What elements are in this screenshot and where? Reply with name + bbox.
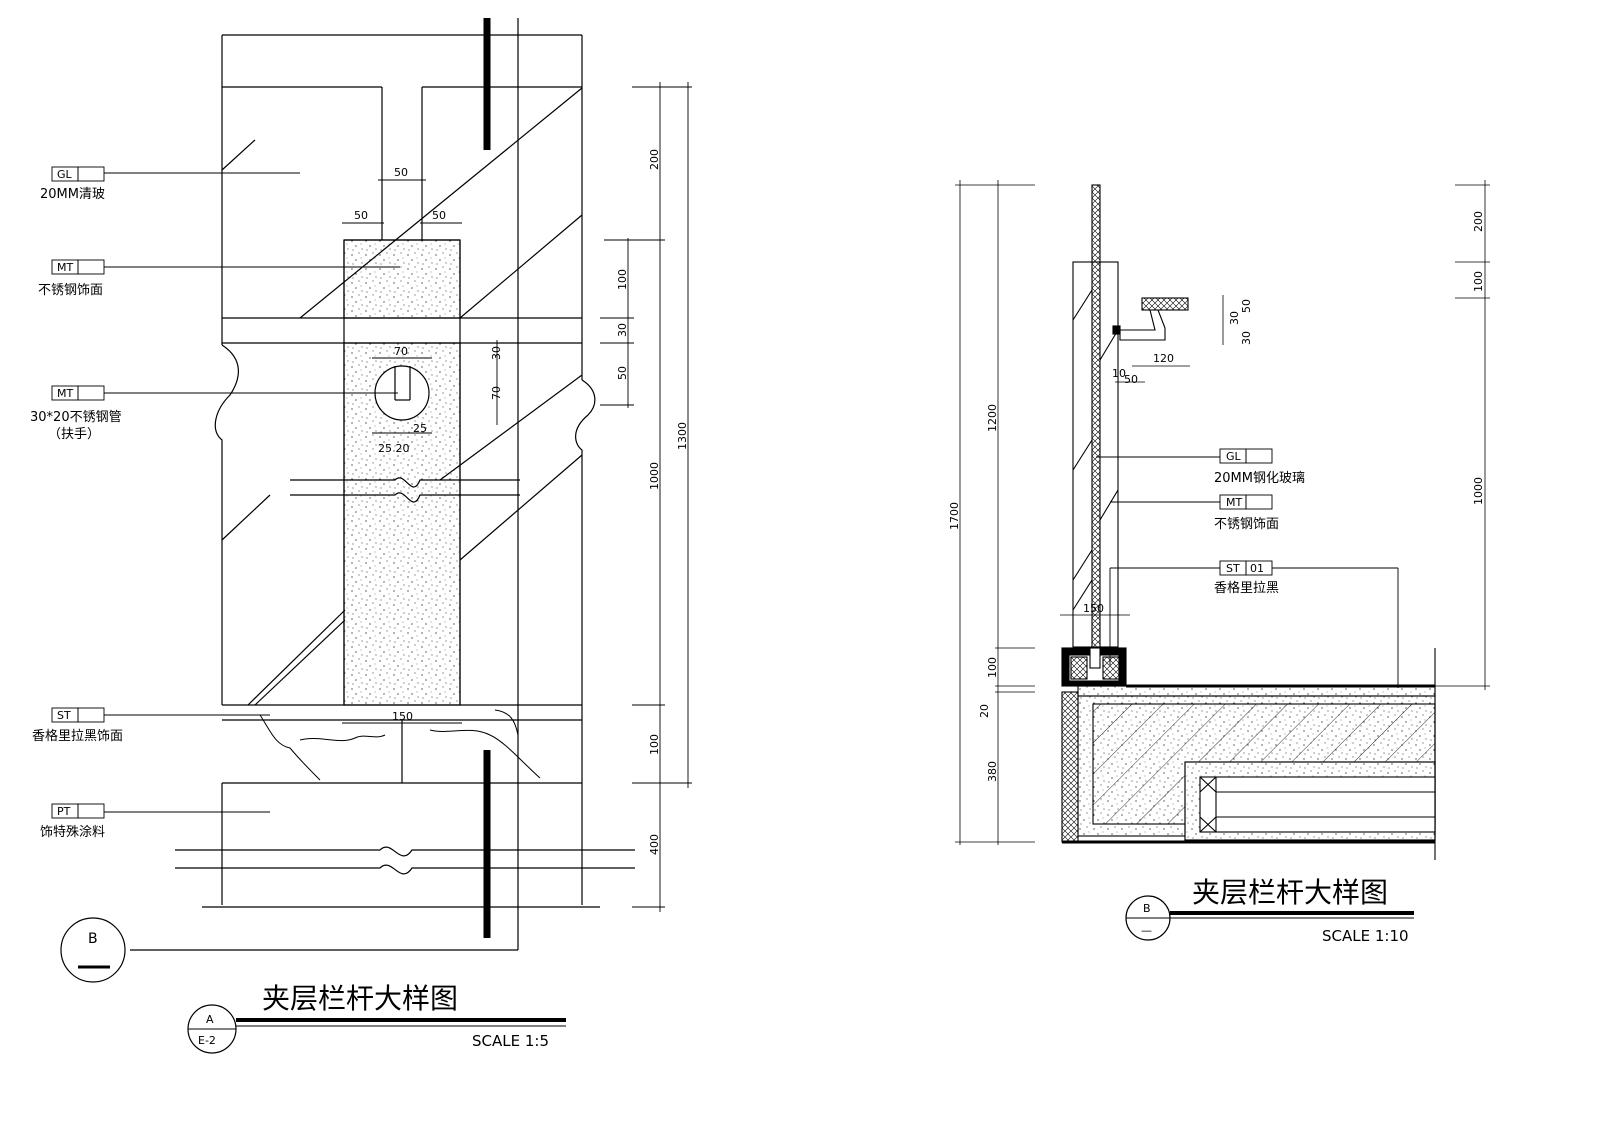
section-mark-b-left <box>60 917 126 983</box>
dim-70-v: 70 <box>490 386 503 400</box>
tag-mt2-text2: （扶手） <box>48 427 100 442</box>
tag-mt2-code: MT <box>57 387 73 400</box>
dim-100a: 100 <box>616 269 629 290</box>
right-left-dim-chains <box>955 180 1035 845</box>
right-dim-120: 120 <box>1153 352 1174 365</box>
dim-50: 50 <box>616 366 629 380</box>
right-dim-380: 380 <box>986 761 999 782</box>
right-dim-20: 20 <box>978 704 991 718</box>
right-dim-1000: 1000 <box>1472 477 1485 505</box>
right-handrail-dims <box>1060 295 1224 616</box>
tag-st-code: ST <box>57 709 71 722</box>
right-scale: SCALE 1:10 <box>1322 927 1409 945</box>
right-dim-200: 200 <box>1472 211 1485 232</box>
right-dim-30b: 30 <box>1240 331 1253 345</box>
dim-50-right: 50 <box>432 209 446 222</box>
tag-gl-text: 20MM清玻 <box>40 187 105 202</box>
dim-30: 30 <box>616 323 629 337</box>
tag-mt1-text: 不锈钢饰面 <box>38 283 103 298</box>
right-dim-10: 10 <box>1112 367 1126 380</box>
left-tag-leaders <box>51 166 400 819</box>
right-ref-top: B <box>1143 902 1151 915</box>
right-tag-st-text: 香格里拉黑 <box>1214 580 1279 596</box>
tag-st-text: 香格里拉黑饰面 <box>32 728 123 744</box>
right-title: 夹层栏杆大样图 <box>1192 876 1388 909</box>
dim-25-20: 25 20 <box>378 442 410 455</box>
dim-1000: 1000 <box>648 462 661 490</box>
right-dim-30a: 30 <box>1228 311 1241 325</box>
right-ref-bottom: — <box>1141 924 1152 937</box>
right-dim-100-r: 100 <box>1472 271 1485 292</box>
left-title-block <box>187 1004 566 1054</box>
right-tag-gl-text: 20MM钢化玻璃 <box>1214 471 1305 486</box>
dim-1300: 1300 <box>676 422 689 450</box>
dim-50-left: 50 <box>354 209 368 222</box>
right-right-dim-chains <box>1435 180 1490 690</box>
left-ref-top: A <box>206 1013 214 1026</box>
dim-150: 150 <box>392 710 413 723</box>
dim-50-top: 50 <box>394 166 408 179</box>
right-section <box>1061 184 1436 860</box>
right-dim-150: 150 <box>1083 602 1104 615</box>
right-dim-1700: 1700 <box>948 502 961 530</box>
left-title: 夹层栏杆大样图 <box>262 982 458 1015</box>
tag-pt-code: PT <box>57 805 71 818</box>
left-dim-chains <box>600 82 692 912</box>
right-tag-st-code: ST <box>1226 562 1240 575</box>
right-tag-gl-code: GL <box>1226 450 1242 463</box>
right-title-block <box>1125 895 1414 941</box>
right-tag-leaders <box>1096 448 1399 688</box>
dim-25: 25 <box>413 422 427 435</box>
right-tag-mt-code: MT <box>1226 496 1242 509</box>
right-dim-1200: 1200 <box>986 404 999 432</box>
right-dim-100: 100 <box>986 657 999 678</box>
left-ref-bottom: E-2 <box>198 1034 216 1047</box>
dim-30-v: 30 <box>490 346 503 360</box>
tag-mt2-text1: 30*20不锈钢管 <box>30 410 122 425</box>
dim-400: 400 <box>648 834 661 855</box>
tag-pt-text: 饰特殊涂料 <box>40 824 105 840</box>
tag-gl-code: GL <box>57 168 73 181</box>
glass-edge-bars <box>130 18 519 951</box>
dim-100b: 100 <box>648 734 661 755</box>
tag-mt1-code: MT <box>57 261 73 274</box>
dim-200: 200 <box>648 149 661 170</box>
dim-70: 70 <box>394 345 408 358</box>
right-tag-mt-text: 不锈钢饰面 <box>1214 517 1279 532</box>
right-tag-st-code2: 01 <box>1250 562 1264 575</box>
right-dim-50b: 50 <box>1124 373 1138 386</box>
section-mark-b-text: B <box>88 931 98 947</box>
left-internal-dims <box>342 179 498 724</box>
left-scale: SCALE 1:5 <box>472 1032 549 1050</box>
left-elevation <box>175 34 635 908</box>
right-dim-50: 50 <box>1240 299 1253 313</box>
